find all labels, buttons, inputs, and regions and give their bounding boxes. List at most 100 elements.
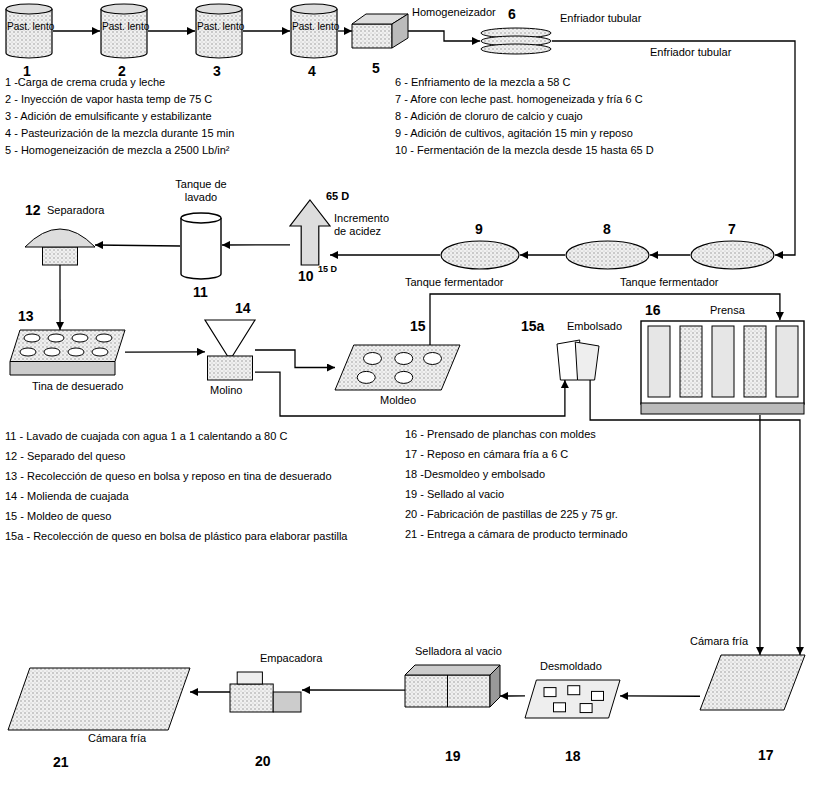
station-label: Tanque de lavado bbox=[166, 178, 236, 204]
process-station: 7 bbox=[690, 240, 775, 270]
station-label: Past. lento bbox=[7, 20, 51, 33]
icon-part bbox=[273, 692, 301, 712]
icon-part bbox=[395, 353, 413, 365]
station-label: Cámara fría bbox=[88, 732, 146, 745]
icon-part bbox=[101, 4, 147, 14]
station-label: Past. lento bbox=[292, 20, 336, 33]
icon-part bbox=[196, 4, 242, 14]
step-description: 3 - Adición de emulsificante y estabiliz… bbox=[5, 110, 212, 123]
icon-part bbox=[68, 348, 84, 356]
equipment-icon bbox=[700, 655, 805, 710]
icon-part bbox=[181, 213, 221, 223]
step-description: 5 - Homogeneización de mezcla a 2500 Lb/… bbox=[5, 144, 229, 157]
process-station: 14Molino bbox=[205, 320, 255, 380]
callout-number: 16 bbox=[645, 302, 661, 318]
flow-arrow bbox=[302, 689, 405, 691]
icon-part bbox=[8, 668, 190, 730]
station-label: 15 D bbox=[318, 264, 337, 274]
equipment-icon bbox=[8, 668, 190, 730]
equipment-icon bbox=[480, 28, 552, 54]
equipment-icon bbox=[640, 320, 805, 415]
icon-part bbox=[291, 9, 337, 58]
process-station: 65 DIncremento de acidez1015 D bbox=[290, 200, 330, 265]
step-description: 2 - Inyección de vapor hasta temp de 75 … bbox=[5, 93, 212, 106]
station-label: Molino bbox=[210, 384, 242, 397]
process-station: Cámara fría17 bbox=[700, 655, 805, 710]
icon-part bbox=[96, 334, 112, 342]
process-station: 8Tanque fermentador bbox=[565, 240, 650, 270]
icon-part bbox=[92, 348, 108, 356]
icon-part bbox=[364, 353, 382, 365]
icon-part bbox=[10, 362, 115, 376]
icon-part bbox=[43, 247, 78, 265]
icon-part bbox=[525, 680, 620, 718]
flow-arrow bbox=[125, 351, 205, 353]
equipment-icon bbox=[10, 330, 125, 375]
icon-part bbox=[291, 4, 337, 14]
icon-part bbox=[6, 9, 52, 58]
icon-part bbox=[700, 655, 805, 710]
icon-part bbox=[395, 371, 413, 383]
flow-arrow bbox=[408, 31, 480, 41]
station-label: Tanque fermentador bbox=[405, 276, 503, 289]
callout-number: 13 bbox=[18, 308, 34, 324]
callout-number: 15a bbox=[521, 318, 544, 334]
step-description: 9 - Adición de cultivos, agitación 15 mi… bbox=[395, 127, 633, 140]
icon-part bbox=[44, 348, 60, 356]
station-label: Past. lento bbox=[102, 20, 146, 33]
icon-part bbox=[566, 241, 649, 269]
step-description: 15 - Moldeo de queso bbox=[5, 510, 111, 523]
process-station: 15aEmbolsado bbox=[555, 340, 600, 380]
callout-number: 17 bbox=[758, 747, 774, 763]
icon-part bbox=[196, 9, 242, 58]
callout-number: 19 bbox=[445, 748, 461, 764]
flow-arrow bbox=[500, 695, 525, 696]
icon-part bbox=[205, 320, 255, 356]
station-label: Tina de desuerado bbox=[32, 380, 123, 393]
icon-part bbox=[776, 326, 798, 397]
icon-part bbox=[357, 371, 375, 383]
icon-part bbox=[447, 675, 448, 707]
icon-part bbox=[691, 241, 774, 269]
process-station: Empacadora20 bbox=[230, 672, 302, 712]
callout-number: 18 bbox=[565, 748, 581, 764]
callout-number: 11 bbox=[193, 284, 208, 300]
icon-part bbox=[424, 353, 442, 365]
step-description: 10 - Fermentación de la mezcla desde 15 … bbox=[395, 144, 654, 157]
icon-part bbox=[230, 684, 273, 712]
flow-arrow bbox=[590, 380, 800, 655]
icon-part bbox=[554, 703, 566, 712]
station-label: Past. lento bbox=[197, 20, 241, 33]
step-description: 11 - Lavado de cuajada con agua 1 a 1 ca… bbox=[5, 430, 287, 443]
station-label: Desmoldado bbox=[540, 660, 602, 673]
icon-part bbox=[744, 326, 766, 397]
station-label: Embolsado bbox=[567, 320, 622, 333]
step-description: 8 - Adición de cloruro de calcio y cuajo bbox=[395, 110, 583, 123]
step-description: 21 - Entrega a cámara de producto termin… bbox=[405, 528, 628, 541]
equipment-icon bbox=[290, 200, 330, 265]
flow-arrow bbox=[650, 254, 690, 255]
icon-part bbox=[392, 14, 408, 48]
callout-number: 20 bbox=[255, 753, 271, 769]
step-description: 4 - Pasteurización de la mezcla durante … bbox=[5, 127, 234, 140]
flow-arrow bbox=[330, 254, 440, 255]
equipment-icon bbox=[335, 345, 460, 390]
step-description: 16 - Prensado de planchas con moldes bbox=[405, 428, 596, 441]
callout-number: 14 bbox=[235, 300, 251, 316]
step-description: 7 - Afore con leche past. homogeneizada … bbox=[395, 93, 643, 106]
equipment-icon bbox=[25, 225, 95, 265]
step-description: 17 - Reposo en cámara fría a 6 C bbox=[405, 448, 568, 461]
station-label: Separadora bbox=[47, 204, 105, 217]
flow-arrow bbox=[243, 30, 290, 31]
flow-arrow bbox=[338, 30, 352, 31]
station-label: Enfriador tubular bbox=[560, 12, 641, 25]
station-label: Incremento de acidez bbox=[334, 212, 404, 238]
process-station: Past. lento3 bbox=[195, 3, 243, 59]
step-description: 6 - Enfriamento de la mezcla a 58 C bbox=[395, 76, 570, 89]
icon-part bbox=[208, 356, 253, 380]
process-station: Homogeneizador5 bbox=[352, 14, 408, 48]
step-description: 14 - Molienda de cuajada bbox=[5, 490, 129, 503]
icon-part bbox=[712, 326, 734, 397]
icon-part bbox=[575, 342, 599, 380]
